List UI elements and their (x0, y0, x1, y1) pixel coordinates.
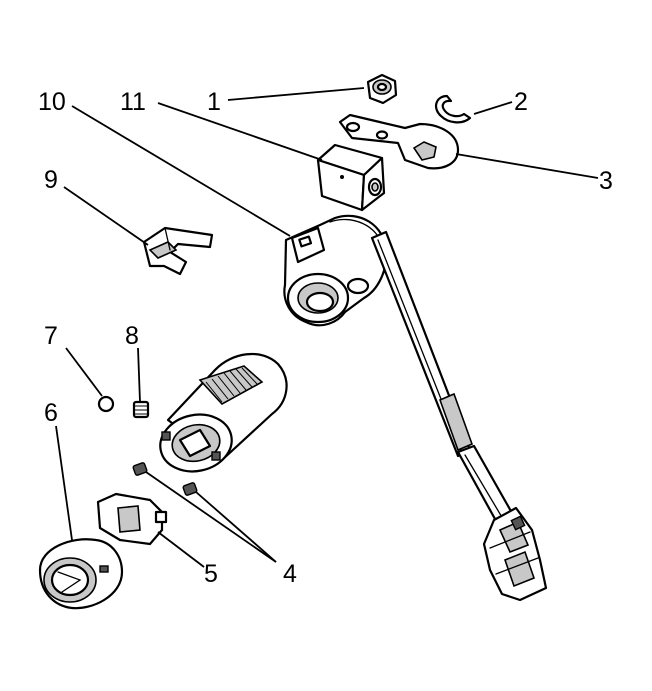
part-8-spring (132, 400, 150, 419)
label-8: 8 (125, 322, 139, 350)
label-10: 10 (38, 88, 66, 116)
leader-lines (55, 87, 599, 568)
shaft-assembly (370, 230, 548, 602)
label-3: 3 (599, 167, 613, 195)
callout-labels: 1 2 3 4 5 6 7 8 9 10 11 (38, 88, 613, 588)
label-6: 6 (44, 399, 58, 427)
part-1-nut (366, 73, 398, 105)
part-11-solenoid (316, 143, 386, 212)
leader-1 (227, 87, 365, 101)
leader-8 (137, 347, 141, 403)
label-7: 7 (44, 322, 58, 350)
label-9: 9 (44, 166, 58, 194)
leader-6 (55, 425, 73, 541)
label-4: 4 (283, 560, 297, 588)
leader-3 (455, 153, 599, 179)
label-11: 11 (120, 88, 146, 116)
leader-10 (71, 105, 291, 237)
leader-4b (195, 491, 277, 563)
part-2-e-clip (434, 94, 472, 124)
part-10-lock-housing (283, 214, 388, 327)
part-5-cap (96, 492, 168, 546)
part-3-bracket (338, 113, 460, 170)
part-4-pins (132, 462, 198, 496)
part-9-clip (142, 226, 214, 276)
label-2: 2 (514, 88, 528, 116)
leader-7 (65, 347, 103, 397)
label-5: 5 (204, 560, 218, 588)
leader-9 (63, 186, 149, 246)
part-6-bezel (38, 538, 124, 610)
leader-4a (145, 471, 277, 563)
leader-11 (157, 102, 323, 161)
label-1: 1 (207, 88, 221, 116)
leader-2 (473, 101, 513, 115)
lock-cylinder (159, 352, 288, 473)
leader-5 (157, 531, 205, 568)
cylinder-ribs (205, 367, 259, 403)
part-7-ball (97, 395, 115, 413)
